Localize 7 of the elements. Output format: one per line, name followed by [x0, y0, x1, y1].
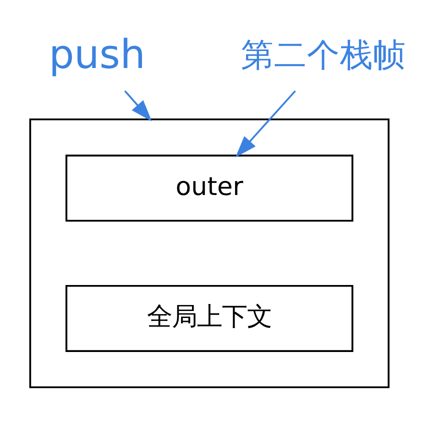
cluster — [29, 118, 390, 388]
node-box: 全局上下文 — [66, 285, 354, 352]
node-text: push — [48, 32, 146, 78]
arrow — [124, 90, 152, 122]
arrow — [235, 90, 296, 158]
node-box: outer — [66, 154, 354, 222]
node-text: 第二个栈帧 — [240, 36, 406, 74]
